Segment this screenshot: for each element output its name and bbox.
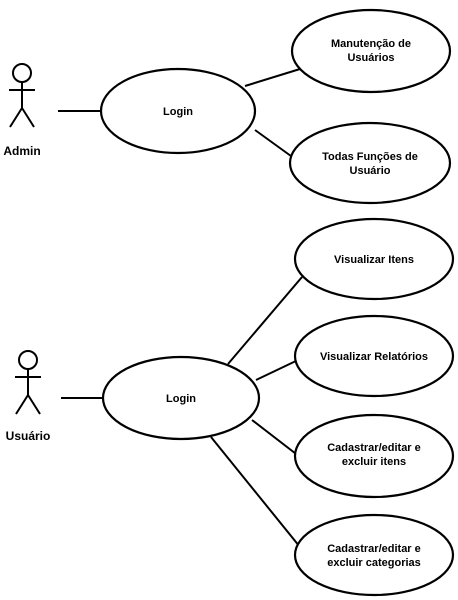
admin-actor-label: Admin (3, 144, 40, 158)
stick-figure-icon (15, 350, 41, 415)
login-cadastrar-itens-association (251, 419, 301, 458)
usecase-todas-funcoes-usuario: Todas Funções de Usuário (288, 121, 452, 205)
cadastrar-itens-label-line2: excluir itens (342, 456, 406, 468)
login-cadastrar-categorias-association (210, 436, 305, 553)
admin-login-usecase: Login (99, 67, 257, 155)
usuario-login-label: Login (166, 393, 196, 405)
stick-figure-icon (9, 63, 35, 128)
login-visualizar-itens-association (227, 276, 303, 365)
admin-login-label: Login (163, 106, 193, 118)
usuario-actor: Usuário (6, 350, 51, 443)
admin-diagram: Admin Login Manutenção de Usuários Todas… (3, 8, 452, 205)
usecase-cadastrar-categorias: Cadastrar/editar e excluir categorias (293, 513, 455, 597)
visualizar-itens-label: Visualizar Itens (334, 254, 414, 266)
todas-funcoes-label-line2: Usuário (350, 165, 391, 177)
usecase-visualizar-relatorios: Visualizar Relatórios (293, 314, 455, 398)
admin-actor: Admin (3, 63, 41, 158)
login-manutencao-association (244, 68, 301, 87)
usecase-manutencao-usuarios: Manutenção de Usuários (290, 8, 452, 94)
cadastrar-categorias-label-line2: excluir categorias (327, 557, 421, 569)
usuario-login-usecase: Login (101, 355, 261, 441)
todas-funcoes-label-line1: Todas Funções de (322, 151, 418, 163)
usecase-cadastrar-itens: Cadastrar/editar e excluir itens (293, 413, 455, 499)
manutencao-label-line2: Usuários (347, 52, 394, 64)
login-visualizar-relatorios-association (255, 359, 299, 381)
usuario-actor-label: Usuário (6, 429, 51, 443)
cadastrar-categorias-label-line1: Cadastrar/editar e (327, 543, 421, 555)
visualizar-relatorios-label: Visualizar Relatórios (320, 351, 428, 363)
usuario-diagram: Usuário Login Visualizar Itens Visualiza… (6, 217, 455, 597)
cadastrar-itens-label-line1: Cadastrar/editar e (327, 442, 421, 454)
manutencao-label-line1: Manutenção de (331, 38, 411, 50)
usecase-visualizar-itens: Visualizar Itens (293, 217, 455, 301)
